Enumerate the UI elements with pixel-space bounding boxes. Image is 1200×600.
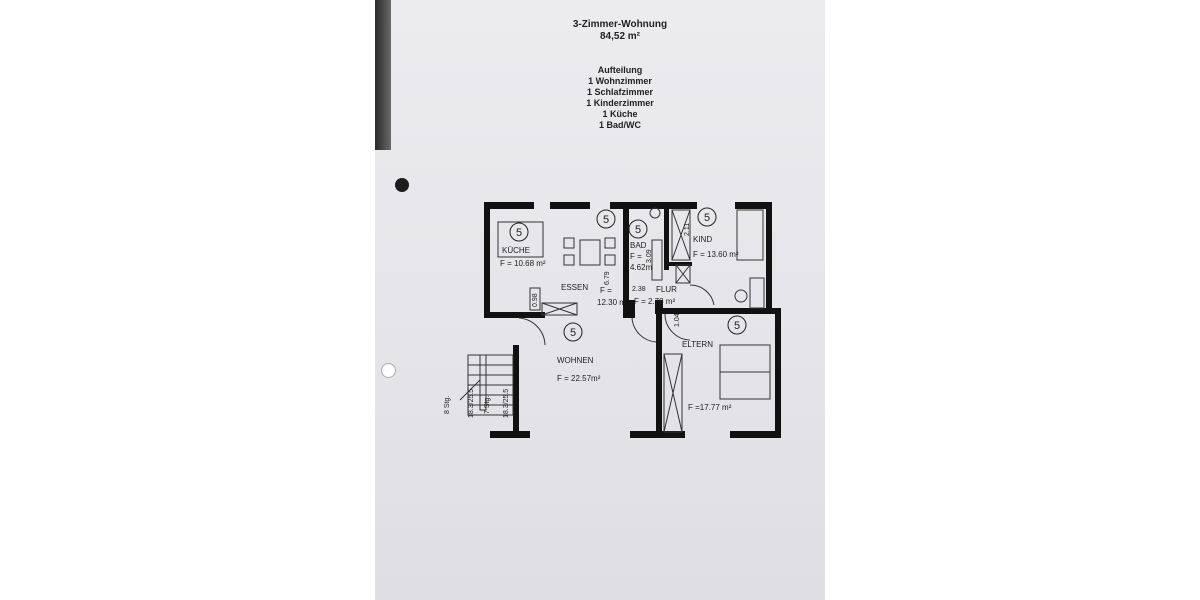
staircase [459,354,514,416]
dimension-label: 1.04 [674,313,681,327]
room-name-kueche: KÜCHE [502,246,530,255]
room-area-flur: F = 2.78 m² [634,297,675,306]
room-name-bad: BAD [630,241,647,250]
room-area-kueche: F = 10.68 m² [500,259,546,268]
plan-title: 3-Zimmer-Wohnung [572,19,668,30]
room-labels: KÜCHE F = 10.68 m² ESSEN F = 12.30 m BAD… [500,235,739,412]
total-area: 84,52 m² [599,31,641,42]
room-name-essen: ESSEN [561,283,588,292]
breakdown-item: 1 Schlafzimmer [586,87,654,97]
room-marker: 5 [570,327,576,339]
room-area-kind: F = 13.60 m² [693,250,739,259]
room-name-wohnen: WOHNEN [557,356,594,365]
room-marker: 5 [603,214,609,226]
room-marker: 5 [516,227,522,239]
room-marker: 5 [734,320,740,332]
room-area-bad: 4.62m [630,263,653,272]
room-name-flur: FLUR [656,285,677,294]
dimension-label: 0.98 [532,293,539,307]
room-name-eltern: ELTERN [682,340,713,349]
dimension-label: 2.38 [632,286,646,293]
dimension-label: 3.09 [646,249,653,263]
dimension-labels: 6.79 3.09 2.11 0.98 2.38 1.04 8 Stg. 18.… [444,223,691,418]
room-area-prefix-essen: F = [600,286,612,295]
stair-steps-label: 8 Stg. [444,396,451,414]
walls [484,202,781,438]
stair-ratio-label: 18.3/25.5 [503,389,510,418]
dimension-label: 2.11 [684,223,691,236]
room-area-prefix-bad: F = [630,252,642,261]
breakdown-item: 1 Küche [602,109,638,119]
room-area-wohnen: F = 22.57m² [557,374,601,383]
breakdown-item: 1 Wohnzimmer [588,76,652,86]
dimension-label: 6.79 [604,271,611,285]
breakdown-item: 1 Kinderzimmer [586,98,654,108]
room-area-essen: 12.30 m [597,298,626,307]
room-area-eltern: F =17.77 m² [688,403,732,412]
room-name-kind: KIND [693,235,712,244]
dark-object-edge [375,0,391,150]
stair-ratio-label: 18.3/25.5 [468,389,475,418]
room-marker: 5 [635,224,641,236]
room-marker: 5 [704,212,710,224]
punch-hole [381,363,396,378]
breakdown-heading: Aufteilung [597,65,643,75]
punch-hole [395,178,409,192]
furniture [459,207,771,433]
stair-steps-label: 7 Stg. [484,396,491,414]
breakdown-item: 1 Bad/WC [598,120,641,130]
room-markers: 5 5 5 5 5 5 [509,207,747,342]
